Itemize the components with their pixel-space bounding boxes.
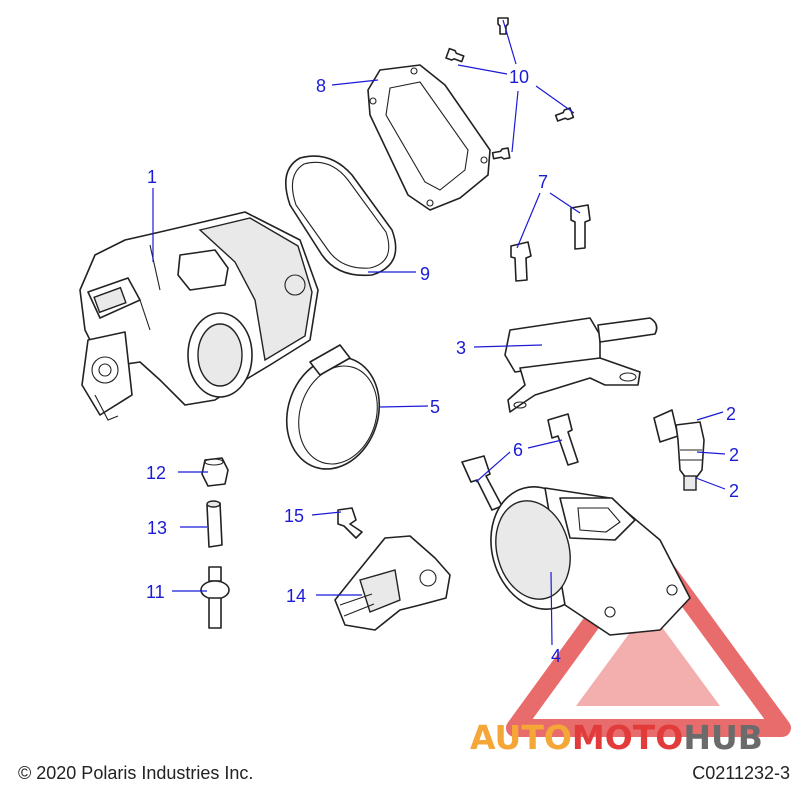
callout-2-top: 2 — [726, 404, 736, 424]
copyright-notice: © 2020 Polaris Industries Inc. — [18, 763, 254, 783]
callout-1: 1 — [147, 167, 157, 187]
leader-lines — [152, 19, 726, 646]
bolts-7 — [510, 204, 591, 282]
hose-sleeve — [206, 500, 223, 548]
gasket — [284, 155, 397, 277]
callout-12: 12 — [146, 463, 166, 483]
watermark-auto: AUTO — [470, 718, 572, 757]
screw-15 — [337, 507, 363, 539]
watermark-logo — [506, 536, 791, 737]
throttle-body — [79, 211, 319, 421]
sensor-bracket — [504, 317, 658, 413]
callout-10: 10 — [509, 67, 529, 87]
watermark-hub: HUB — [683, 718, 763, 757]
svg-text:AUTOMOTOHUB: AUTOMOTOHUB — [470, 718, 763, 757]
callout-8: 8 — [316, 76, 326, 96]
callout-7: 7 — [538, 172, 548, 192]
hose-clamp — [285, 344, 381, 470]
watermark-text: AUTOMOTOHUB — [470, 718, 763, 757]
watermark-moto: MOTO — [572, 718, 683, 757]
callouts: 1 2 2 2 3 4 5 6 7 8 9 10 11 12 13 14 15 — [146, 67, 739, 666]
callout-13: 13 — [147, 518, 167, 538]
callout-11: 11 — [146, 582, 165, 602]
intake-adapter — [490, 486, 691, 636]
small-clamp — [201, 457, 229, 487]
callout-15: 15 — [284, 506, 304, 526]
cover-plate — [367, 64, 491, 211]
callout-5: 5 — [430, 397, 440, 417]
callout-2-mid: 2 — [729, 445, 739, 465]
callout-2-bottom: 2 — [729, 481, 739, 501]
callout-14: 14 — [286, 586, 306, 606]
figure-code: C0211232-3 — [692, 763, 790, 783]
callout-6: 6 — [513, 440, 523, 460]
fuel-injector — [653, 409, 705, 491]
map-sensor — [334, 535, 451, 631]
callout-4: 4 — [551, 646, 561, 666]
screws-10 — [445, 17, 575, 160]
valve-fitting — [200, 566, 230, 629]
callout-3: 3 — [456, 338, 466, 358]
callout-9: 9 — [420, 264, 430, 284]
